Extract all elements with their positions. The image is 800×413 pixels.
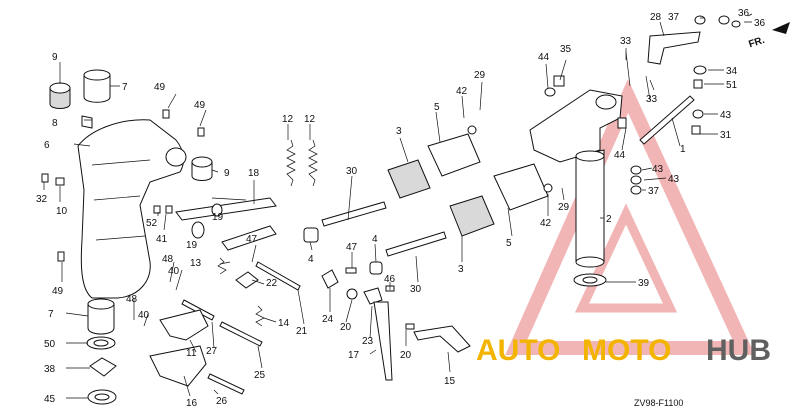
watermark-logo: AUTO MOTO HUB (476, 334, 771, 367)
steering-shaft-part (573, 149, 607, 287)
label-12a: 12 (282, 114, 294, 125)
label-30a: 30 (346, 166, 358, 177)
label-22: 22 (266, 278, 278, 289)
label-29a: 29 (474, 70, 486, 81)
label-44b: 44 (614, 150, 626, 161)
label-42a: 42 (456, 86, 468, 97)
label-29b: 29 (558, 202, 570, 213)
label-43a: 43 (720, 110, 732, 121)
label-9b: 9 (224, 168, 230, 179)
svg-text:FR.: FR. (747, 35, 766, 51)
label-19a: 19 (186, 240, 198, 251)
springs-part (217, 139, 318, 327)
label-49a: 49 (154, 82, 166, 93)
roller-part (387, 125, 553, 237)
link-plate-part (175, 197, 277, 251)
label-25: 25 (254, 370, 266, 381)
label-23: 23 (362, 336, 374, 347)
collar-part (303, 227, 383, 275)
label-17: 17 (348, 350, 360, 361)
label-8: 8 (52, 118, 58, 129)
label-1: 1 (680, 144, 686, 155)
diagram-code: ZV98-F1100 (634, 398, 683, 408)
label-52: 52 (146, 218, 158, 229)
label-49c: 49 (52, 286, 64, 297)
label-7a: 7 (122, 82, 128, 93)
label-9a: 9 (52, 52, 58, 63)
swivel-case-part (77, 119, 187, 299)
label-37a: 37 (668, 12, 680, 23)
lower-bushings-part (86, 298, 117, 405)
label-4a: 4 (308, 254, 314, 265)
label-5a: 5 (434, 102, 440, 113)
label-48b: 48 (126, 294, 138, 305)
label-44a: 44 (538, 52, 550, 63)
label-49b: 49 (194, 100, 206, 111)
front-direction-arrow: FR. (747, 22, 790, 50)
swivel-bracket-part (529, 15, 741, 163)
label-38: 38 (44, 364, 56, 375)
label-43b: 43 (652, 164, 664, 175)
label-10: 10 (56, 206, 68, 217)
label-40a: 40 (168, 266, 180, 277)
label-37b: 37 (648, 186, 660, 197)
label-30b: 30 (410, 284, 422, 295)
label-24: 24 (322, 314, 334, 325)
label-36a: 36 (738, 8, 750, 19)
brackets-middle-part (149, 267, 395, 387)
label-7b: 7 (48, 309, 54, 320)
label-32: 32 (36, 194, 48, 205)
label-43c: 43 (668, 174, 680, 185)
label-33b: 33 (646, 94, 658, 105)
label-50: 50 (44, 339, 56, 350)
label-3b: 3 (458, 264, 464, 275)
label-41: 41 (156, 234, 168, 245)
label-35: 35 (560, 44, 572, 55)
small-bolts-part (41, 109, 205, 262)
label-5b: 5 (506, 238, 512, 249)
label-4b: 4 (372, 234, 378, 245)
label-12b: 12 (304, 114, 316, 125)
label-45: 45 (44, 394, 56, 405)
watermark-hub: HUB (706, 334, 771, 367)
label-27: 27 (206, 346, 218, 357)
label-26: 26 (216, 396, 228, 407)
label-21: 21 (296, 326, 308, 337)
label-19b: 19 (212, 212, 224, 223)
label-36b: 36 (754, 18, 766, 29)
label-46: 46 (384, 274, 396, 285)
label-51: 51 (726, 80, 738, 91)
label-20b: 20 (400, 350, 412, 361)
label-3a: 3 (396, 126, 402, 137)
label-15: 15 (444, 376, 456, 387)
label-13: 13 (190, 258, 202, 269)
part-number-labels: 9 7 49 8 49 6 9 32 10 49 7 50 38 45 52 4… (36, 8, 766, 409)
bracket-part-15 (405, 323, 471, 353)
label-47a: 47 (246, 234, 258, 245)
label-16: 16 (186, 398, 198, 409)
label-14: 14 (278, 318, 290, 329)
label-42b: 42 (540, 218, 552, 229)
label-6: 6 (44, 140, 50, 151)
label-28: 28 (650, 12, 662, 23)
label-20a: 20 (340, 322, 352, 333)
label-48a: 48 (162, 254, 174, 265)
watermark-auto: AUTO (476, 334, 560, 367)
bushing-part (49, 69, 213, 181)
label-39: 39 (638, 278, 650, 289)
label-11: 11 (186, 348, 197, 359)
label-40b: 40 (138, 310, 150, 321)
label-2: 2 (606, 214, 612, 225)
shafts-part (181, 201, 447, 395)
watermark-moto: MOTO (582, 334, 671, 367)
nuts-right-part (544, 87, 642, 195)
label-18: 18 (248, 168, 260, 179)
label-47b: 47 (346, 242, 358, 253)
arm-rod-part (373, 301, 393, 381)
label-31: 31 (720, 130, 732, 141)
label-33a: 33 (620, 36, 632, 47)
label-34: 34 (726, 66, 738, 77)
